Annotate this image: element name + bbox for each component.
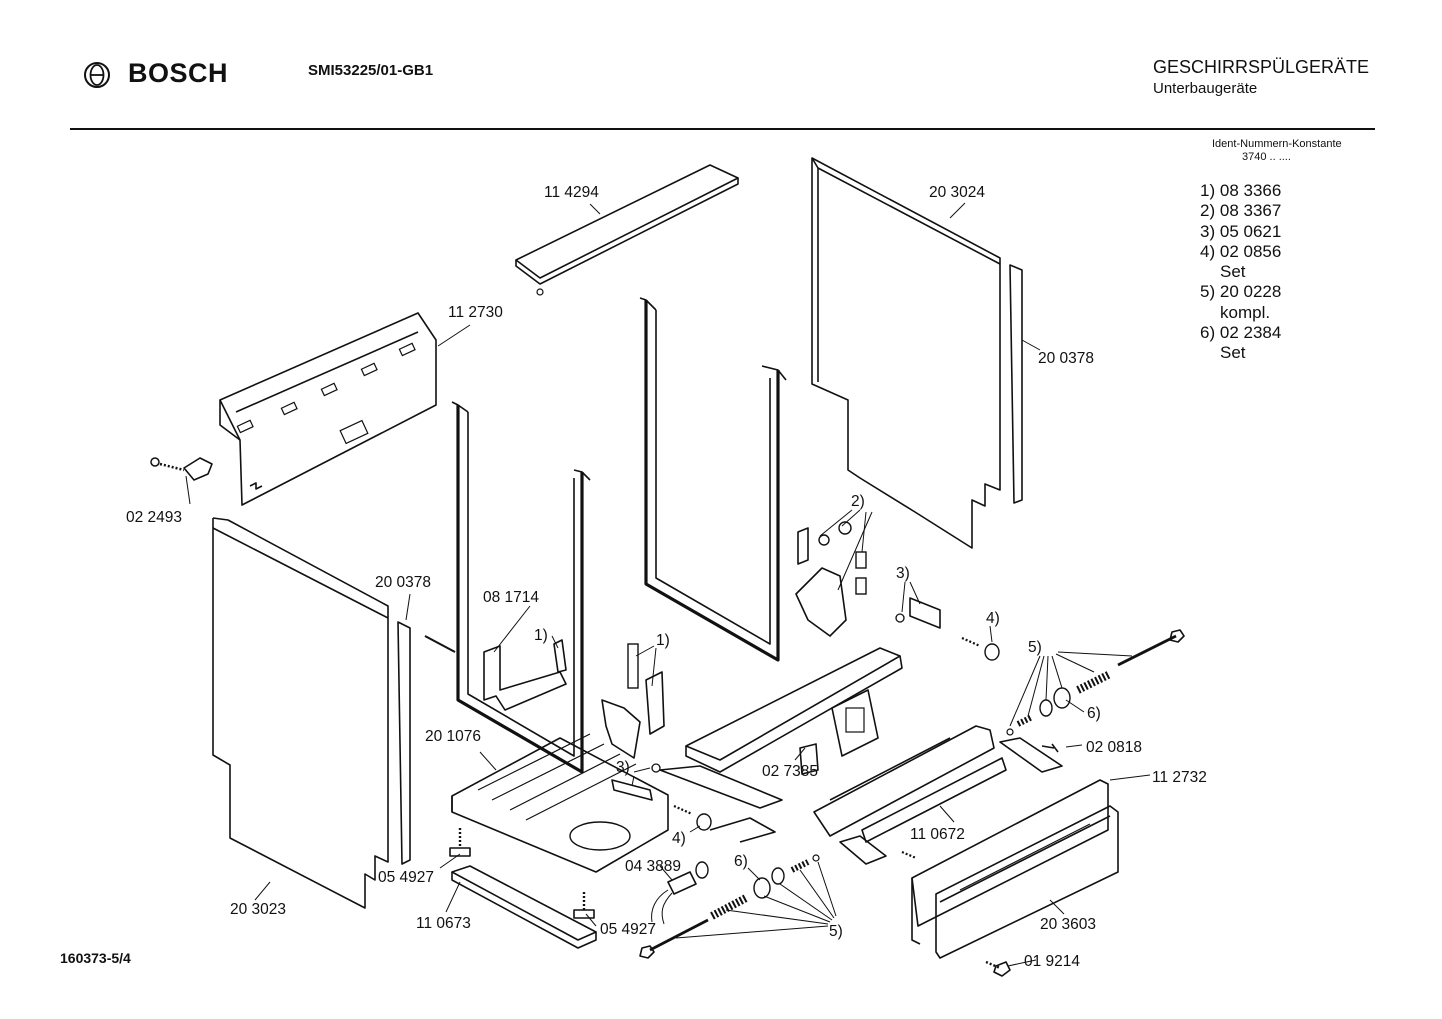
part-cap-upper: [961, 636, 1000, 661]
part-labels: 11 4294 20 3024 11 2730 20 0378 02 2493 …: [126, 184, 1207, 970]
ref-item-2: 2) 08 3367: [1200, 201, 1282, 221]
header-divider: [70, 128, 1375, 130]
part-connector: [799, 743, 819, 775]
label-043889: 04 3889: [625, 858, 681, 875]
label-019214: 01 9214: [1024, 953, 1080, 970]
part-cap-lower: [673, 804, 712, 831]
part-adjust-bolt-lower: [639, 854, 820, 959]
brand-name: BOSCH: [128, 58, 229, 88]
part-small-screw-2: [1051, 743, 1059, 753]
label-054927-lower: 05 4927: [600, 921, 656, 938]
part-hinge-right: [795, 521, 867, 637]
part-hinge-small: [553, 639, 567, 673]
ident-value: 3740 .. ....: [1242, 151, 1291, 163]
callout-5-lower: 5): [829, 923, 843, 940]
part-hinge-left: [601, 643, 665, 759]
part-hinge-fastener: [150, 457, 213, 481]
part-lower-cross-rail: [451, 865, 597, 949]
ref-item-1: 1) 08 3366: [1200, 181, 1282, 200]
part-front-frame: [424, 401, 591, 774]
callout-3-upper: 3): [896, 565, 910, 582]
leader-lines: [185, 202, 1151, 967]
label-203603: 20 3603: [1040, 916, 1096, 933]
ref-item-3: 3) 05 0621: [1200, 221, 1282, 241]
category-subtitle: Unterbaugeräte: [1153, 80, 1258, 97]
part-front-rail: [659, 647, 903, 843]
part-right-strip: [1009, 264, 1023, 504]
label-110672: 11 0672: [910, 826, 965, 843]
part-rear-frame: [639, 297, 787, 662]
label-022493: 02 2493: [126, 509, 182, 526]
label-200378-right: 20 0378: [1038, 350, 1094, 367]
callout-1-right: 1): [656, 632, 670, 649]
part-adjust-bolt-upper: [1006, 629, 1185, 736]
part-left-strip: [397, 621, 411, 865]
part-base-tray: [451, 733, 669, 873]
label-054927-upper: 05 4927: [378, 869, 434, 886]
bosch-logo-icon: [84, 62, 110, 88]
label-081714: 08 1714: [483, 589, 539, 606]
ref-item-5: 5) 20 0228: [1200, 282, 1282, 302]
callout-2: 2): [851, 493, 865, 510]
part-foot-upper: [449, 828, 471, 857]
part-plinth-front: [935, 805, 1119, 959]
part-right-bracket: [999, 737, 1063, 773]
part-plinth-screw: [985, 960, 1011, 977]
label-020818: 02 0818: [1086, 739, 1142, 756]
part-catch-upper: [895, 597, 941, 629]
ref-item-4: 4) 02 0856: [1200, 241, 1282, 261]
part-rear-rail: [219, 312, 437, 506]
part-right-side-panel: [811, 157, 1001, 549]
part-switch-box: [831, 689, 879, 757]
label-114294: 11 4294: [544, 184, 599, 201]
part-catch-lower: [611, 763, 661, 801]
callout-1-left: 1): [534, 627, 548, 644]
label-203024: 20 3024: [929, 184, 985, 201]
callout-5-upper: 5): [1028, 639, 1042, 656]
part-top-strip: [515, 164, 739, 296]
label-027385: 02 7385: [762, 763, 818, 780]
model-number: SMI53225/01-GB1: [308, 62, 434, 79]
reference-list: 1) 08 3366 2) 08 3367 3) 05 0621 4) 02 0…: [1200, 181, 1281, 364]
part-left-side-panel: [212, 517, 389, 909]
callout-4-upper: 4): [986, 610, 1000, 627]
callout-6-upper: 6): [1087, 705, 1101, 722]
label-203023: 20 3023: [230, 901, 286, 918]
label-110673: 11 0673: [416, 915, 471, 932]
ref-item-4-note: Set: [1220, 262, 1246, 282]
callout-4-lower: 4): [672, 830, 686, 847]
part-sensor: [651, 861, 709, 925]
ref-item-6-note: Set: [1220, 343, 1246, 363]
part-kick-rail: [813, 725, 1007, 865]
label-200378-left: 20 0378: [375, 574, 431, 591]
category-title: GESCHIRRSPÜLGERÄTE: [1153, 57, 1370, 77]
footer-code: 160373-5/4: [60, 950, 131, 966]
label-201076: 20 1076: [425, 728, 481, 745]
callout-6-lower: 6): [734, 853, 748, 870]
label-112730: 11 2730: [448, 304, 503, 321]
label-112732: 11 2732: [1152, 769, 1207, 786]
part-foot-lower: [573, 892, 595, 919]
callout-3-lower: 3): [616, 759, 630, 776]
ref-item-6: 6) 02 2384: [1200, 323, 1282, 343]
part-bracket-cross: [483, 645, 567, 711]
ref-item-5-note: kompl.: [1220, 302, 1271, 322]
part-small-screw: [901, 850, 917, 860]
ident-label: Ident-Nummern-Konstante: [1212, 138, 1342, 150]
